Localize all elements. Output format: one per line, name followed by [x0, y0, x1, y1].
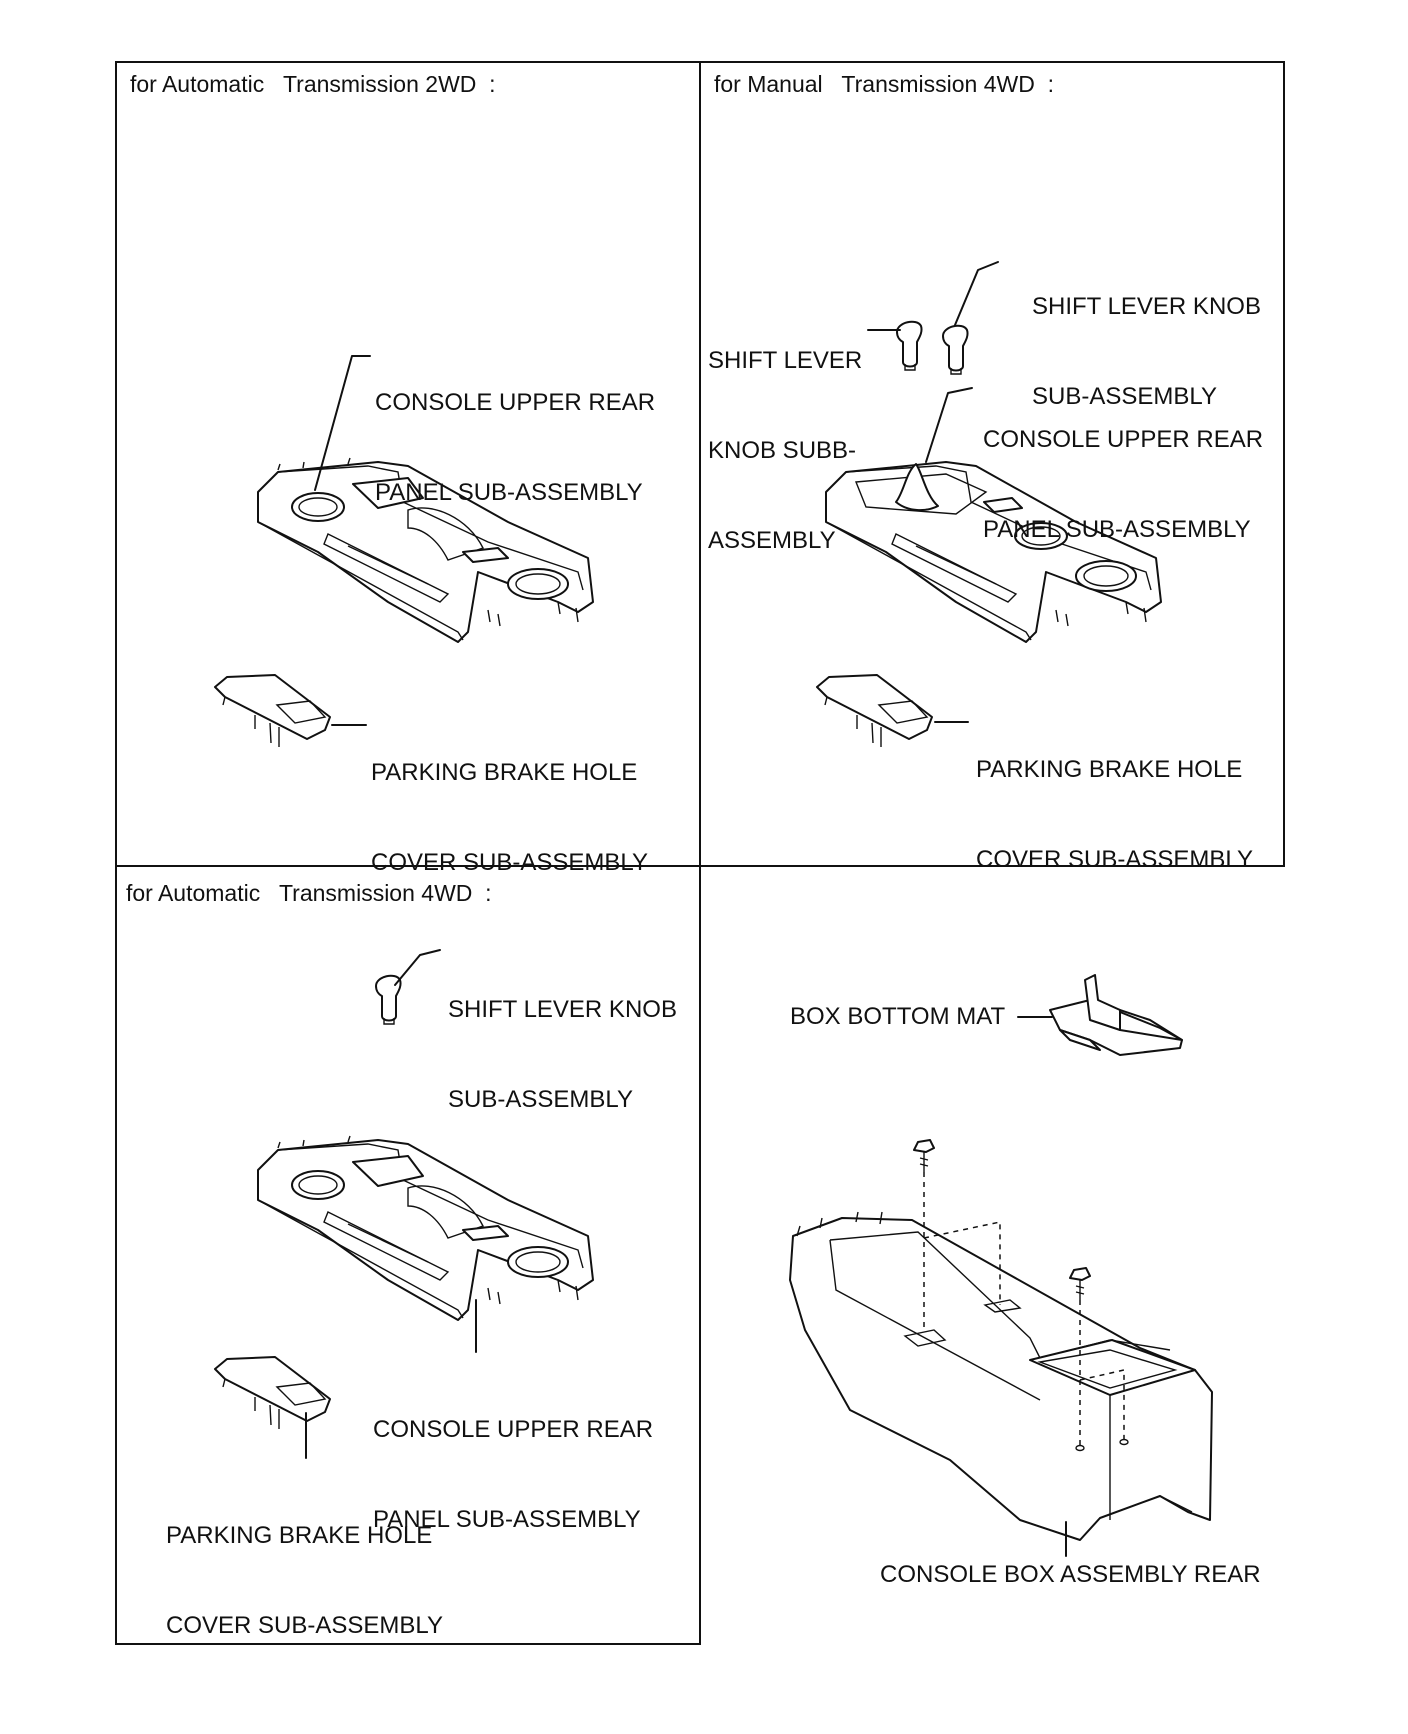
box-bottom-mat: [1049, 974, 1183, 1056]
label-box-bottom-mat: BOX BOTTOM MAT: [790, 1003, 1006, 1030]
label-brake-2wd: PARKING BRAKE HOLE COVER SUB-ASSEMBLY: [371, 759, 648, 876]
shift-knob-b-4wd: [942, 324, 969, 375]
label-knob-a-mt: SHIFT LEVER KNOB SUBB- ASSEMBLY: [708, 347, 863, 554]
bolt-2: [1069, 1267, 1091, 1300]
label-knob-at4wd: SHIFT LEVER KNOB SUB-ASSEMBLY: [448, 996, 677, 1113]
leader-console-mt: [925, 387, 973, 463]
hole-2: [1119, 1438, 1129, 1446]
label-console-at4wd: CONSOLE UPPER REAR PANEL SUB-ASSEMBLY: [373, 1416, 654, 1533]
heading-mt-4wd: for Manual Transmission 4WD :: [714, 71, 1054, 97]
heading-at-4wd: for Automatic Transmission 4WD :: [126, 880, 492, 906]
label-knob-b-mt: SHIFT LEVER KNOB SUB-ASSEMBLY: [1032, 293, 1261, 410]
label-console-2wd: CONSOLE UPPER REAR PANEL SUB-ASSEMBLY: [375, 389, 656, 506]
label-brake-at4wd: PARKING BRAKE HOLE COVER SUB-ASSEMBLY: [166, 1522, 443, 1639]
hole-1: [1075, 1444, 1085, 1452]
leader-knob-at4wd: [394, 949, 441, 986]
bolt-1: [913, 1139, 935, 1172]
panel-at-2wd: [115, 61, 701, 867]
label-console-mt: CONSOLE UPPER REAR PANEL SUB-ASSEMBLY: [983, 426, 1264, 543]
brake-cover-mt: [816, 674, 933, 748]
shift-knob-a-4wd: [896, 320, 923, 371]
label-console-box-rear: CONSOLE BOX ASSEMBLY REAR: [880, 1561, 1261, 1588]
leader-knob-b: [954, 261, 999, 326]
console-upper-rear-panel-at4wd: [257, 1135, 594, 1321]
brake-cover-at4wd: [214, 1356, 331, 1430]
panel-mt-4wd: [699, 61, 1285, 867]
console-box-rear: [789, 1211, 1213, 1541]
label-brake-mt: PARKING BRAKE HOLE COVER SUB-ASSEMBLY: [976, 756, 1253, 873]
heading-at-2wd: for Automatic Transmission 2WD :: [130, 71, 496, 97]
leader-console-2wd: [314, 355, 371, 491]
brake-cover-2wd: [214, 674, 331, 748]
